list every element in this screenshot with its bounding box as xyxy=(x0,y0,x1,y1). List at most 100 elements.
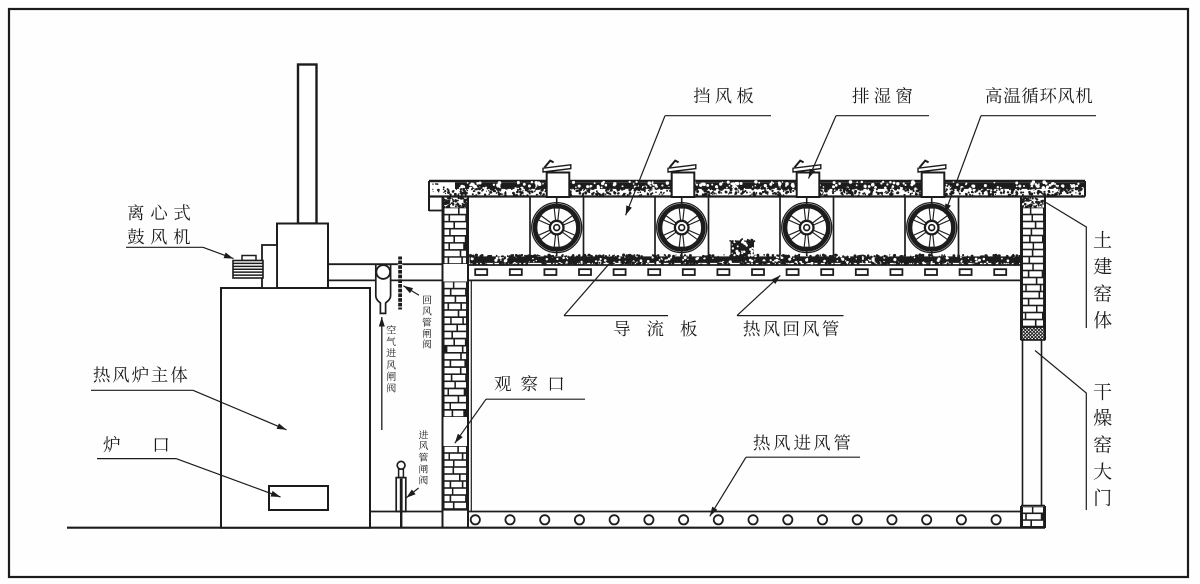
guide-plate-slot xyxy=(681,268,696,276)
leader-furnace-body xyxy=(192,389,287,431)
label-furnace-mouth: 炉口 xyxy=(103,431,201,457)
furnace-mouth-opening xyxy=(268,485,329,511)
leader-inlet-duct xyxy=(709,456,747,517)
guide-plate-slot xyxy=(751,268,765,276)
leader-return-duct-head xyxy=(771,275,781,285)
inlet-duct-hole xyxy=(608,514,620,526)
dehumidify-windows xyxy=(542,159,947,198)
dehumid-window xyxy=(917,159,947,198)
label-return-duct-gate-valve: 回风管闸阀 xyxy=(419,295,434,349)
dehumid-window xyxy=(792,159,822,198)
label-hot-air-return-duct: 热风回风管 xyxy=(743,316,842,341)
door-wall-bricks xyxy=(1022,207,1044,527)
inlet-duct-hole xyxy=(678,514,690,526)
label-wind-baffle: 挡风板 xyxy=(693,83,759,108)
guide-plate-slot xyxy=(993,268,1008,276)
leader-drying-kiln-door xyxy=(1034,350,1087,510)
inlet-duct-holes xyxy=(469,514,1002,526)
inlet-duct-hole xyxy=(539,514,551,526)
guide-plate-slot xyxy=(647,268,662,276)
label-guide-plate: 导流板 xyxy=(613,316,714,341)
dehumid-window xyxy=(667,159,697,198)
inlet-duct-hole xyxy=(782,514,794,526)
inlet-duct-hole xyxy=(990,514,1002,526)
inlet-valve-handle xyxy=(396,460,406,471)
leader-observation-port-head xyxy=(454,433,463,444)
label-inlet-duct-gate-valve: 进风管闸阀 xyxy=(416,429,431,486)
label-drying-kiln-door: 干燥窑大门 xyxy=(1089,381,1117,514)
circulation-fan xyxy=(906,197,958,256)
fan-bay-partitions xyxy=(529,197,960,256)
furnace-step xyxy=(261,244,278,289)
return-duct-gate-valve-stem xyxy=(397,256,403,310)
label-hot-air-inlet-duct: 热风进风管 xyxy=(753,430,854,455)
leader-dehumid-window xyxy=(807,115,837,179)
inlet-duct-hole xyxy=(747,514,759,526)
centrifugal-blower xyxy=(232,254,264,279)
guide-plate-slot xyxy=(612,268,627,276)
guide-plate-slot xyxy=(716,268,731,276)
leader-centrifugal-blower-head xyxy=(223,252,234,259)
inlet-duct-hole xyxy=(504,514,516,526)
guide-plate-slot xyxy=(578,268,592,276)
guide-plate-slot xyxy=(785,268,800,276)
inlet-duct-hole xyxy=(851,514,863,526)
label-leaders xyxy=(91,115,1096,517)
leader-return-duct xyxy=(736,274,781,317)
inlet-duct-gate-valve xyxy=(395,460,407,528)
leader-ht-circ-fan xyxy=(944,115,982,214)
inlet-duct-hole xyxy=(817,514,829,526)
leader-masonry-kiln-body xyxy=(1045,201,1087,328)
door-lintel-hatch xyxy=(1020,326,1046,341)
guide-plate-slot xyxy=(924,268,938,276)
stipple-block xyxy=(729,238,756,257)
guide-plate-slot xyxy=(508,268,523,276)
label-centrifugal-blower: 离心式鼓风机 xyxy=(127,200,197,249)
hot-air-furnace xyxy=(220,63,371,529)
leader-dehumid-window-head xyxy=(808,168,816,179)
leader-inlet-gate-valve-head xyxy=(406,489,416,498)
label-air-inlet-gate-valve: 空气进风闸阀 xyxy=(383,324,399,394)
guide-plate-slot xyxy=(958,268,973,276)
leader-ht-circ-fan-head xyxy=(944,203,951,214)
guide-plate-slot xyxy=(854,268,869,276)
circulation-fan xyxy=(656,197,708,256)
guide-plate-slot xyxy=(820,268,835,276)
kiln-door-wall xyxy=(1020,197,1046,528)
label-observation-port: 观察口 xyxy=(494,371,574,396)
ceiling-stipple-band xyxy=(468,253,1021,266)
leader-guide-plate xyxy=(563,255,617,316)
guide-plate-slot xyxy=(474,268,489,276)
label-dehumid-window: 排湿窗 xyxy=(852,83,918,108)
air-inlet-valve-wheel xyxy=(375,264,392,280)
label-masonry-kiln-body: 土建窑体 xyxy=(1089,229,1117,337)
guide-plate-slot xyxy=(889,268,904,276)
leader-wind-baffle-head xyxy=(625,205,632,216)
front-wall-bricks xyxy=(443,207,467,509)
leader-return-gate-valve-head xyxy=(403,285,414,294)
leader-furnace-mouth xyxy=(175,458,281,498)
hot-air-return-duct xyxy=(328,263,1021,282)
air-inlet-valve xyxy=(374,263,392,315)
furnace-chimney xyxy=(296,63,318,225)
label-ht-circ-fan: 高温循环风机 xyxy=(985,83,1094,108)
leader-wind-baffle xyxy=(625,115,666,216)
inlet-duct-hole xyxy=(643,514,655,526)
label-furnace-body: 热风炉主体 xyxy=(93,362,190,387)
inlet-duct-hole xyxy=(573,514,585,526)
circulation-fan xyxy=(781,197,833,256)
inlet-duct-hole xyxy=(712,514,724,526)
air-flow-arrow-head xyxy=(378,317,385,327)
kiln-front-wall xyxy=(441,197,472,527)
circulation-fans xyxy=(531,197,958,256)
circulation-fan xyxy=(531,197,583,256)
drawing-border xyxy=(7,7,1190,579)
guide-plate-slot xyxy=(543,268,558,276)
leader-inlet-duct-head xyxy=(709,506,718,517)
leader-guide-plate-head xyxy=(607,256,616,266)
leader-furnace-mouth-head xyxy=(270,490,281,497)
inlet-duct-hole xyxy=(469,514,481,526)
furnace-upper-box xyxy=(276,222,329,289)
